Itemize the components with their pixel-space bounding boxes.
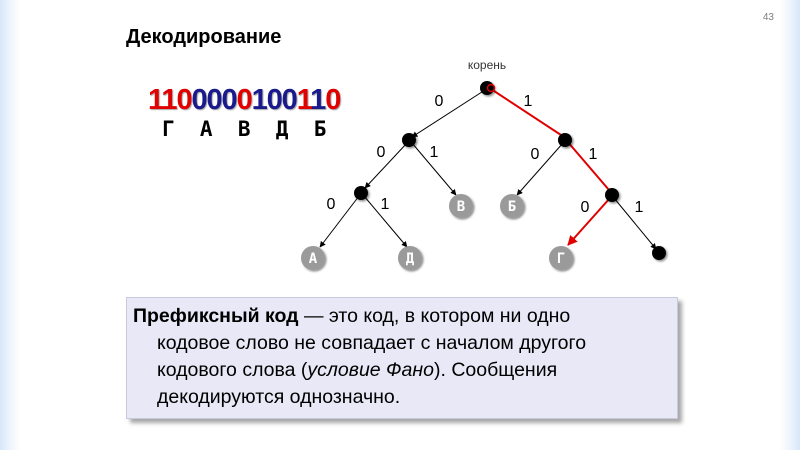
leaf-b-node <box>500 194 524 218</box>
edge-n1-right <box>411 142 457 196</box>
leaf-v-node <box>449 194 473 218</box>
edge-label-n2-0: 0 <box>327 196 336 213</box>
edge-n3-left <box>516 142 564 196</box>
leaf-a-node <box>301 246 325 270</box>
path-edge-1 <box>490 88 562 136</box>
leaf-d-label: Д <box>406 251 415 267</box>
leaf-d-node <box>398 246 422 270</box>
page-title: Декодирование <box>126 26 282 48</box>
node-n3 <box>558 133 572 147</box>
decoded-letters: Г А В Д Б <box>162 117 327 141</box>
code-segment: 100 <box>251 84 298 116</box>
edge-label-root-1: 1 <box>524 93 533 110</box>
edge-label-root-0: 0 <box>435 93 444 110</box>
definition-line1: — это код, в котором ни одно <box>298 305 571 327</box>
code-segment: 1 <box>310 84 326 116</box>
edge-label-n1-0: 0 <box>377 144 386 161</box>
leaf-v-label: В <box>457 199 465 215</box>
edge-n1-left <box>364 142 408 189</box>
leaf-a-label: А <box>309 251 318 267</box>
definition-line3-post: ). Сообщения <box>433 359 558 381</box>
edge-label-n3-1: 1 <box>589 146 598 163</box>
node-n1 <box>402 133 416 147</box>
definition-line2: кодовое слово не совпадает с началом дру… <box>157 332 587 354</box>
code-segment: 110 <box>148 84 193 116</box>
slide-number: 43 <box>762 12 774 23</box>
path-edge-3 <box>567 197 611 246</box>
node-n2 <box>354 186 368 200</box>
definition-line4: декодируются однозначно. <box>157 386 401 408</box>
code-segment: 0 <box>236 84 253 116</box>
definition-line3-pre: кодового слова ( <box>157 359 308 381</box>
edge-label-n4-1: 1 <box>635 199 644 216</box>
leaf-g-label: Г <box>557 251 565 267</box>
node-n4 <box>605 188 619 202</box>
edge-n2-right <box>363 195 408 248</box>
leaf-g-node <box>549 246 573 270</box>
code-segment: 1 <box>296 84 312 116</box>
encoded-message: 1100000100110 <box>148 84 341 117</box>
path-edge-2 <box>566 140 610 191</box>
edge-n2-left <box>319 195 360 248</box>
definition-term: Префиксный код <box>133 305 299 327</box>
code-segment: 0 <box>325 84 341 116</box>
edge-label-n1-1: 1 <box>430 144 439 161</box>
edge-label-n3-0: 0 <box>531 146 540 163</box>
edge-label-n4-0: 0 <box>581 199 590 216</box>
definition-box: Префиксный код — это код, в котором ни о… <box>126 297 678 419</box>
edge-label-n2-1: 1 <box>381 196 390 213</box>
code-segment: 000 <box>191 84 238 116</box>
empty-leaf-node <box>652 246 666 260</box>
definition-line3: кодового слова (условие Фано). Сообщения <box>133 357 671 384</box>
leaf-b-label: Б <box>508 199 516 215</box>
root-path-marker <box>486 83 496 93</box>
definition-text: Префиксный код — это код, в котором ни о… <box>133 303 671 411</box>
edge-root-left <box>411 89 486 138</box>
root-label: корень <box>468 58 506 72</box>
edge-n4-right <box>613 197 657 250</box>
fano-condition: условие Фано <box>307 359 434 381</box>
